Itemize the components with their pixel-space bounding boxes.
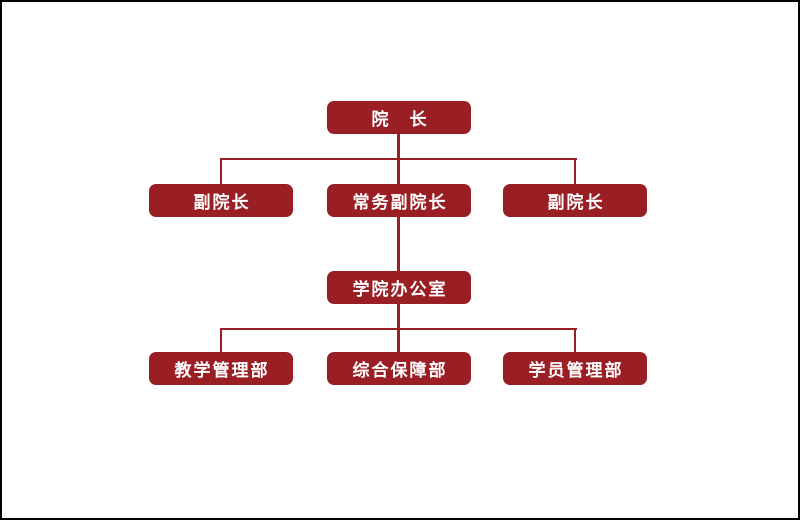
org-node-dept-students: 学员管理部 [503, 352, 647, 385]
org-node-vice-right: 副院长 [503, 184, 647, 217]
org-node-vice-left: 副院长 [149, 184, 293, 217]
connector-drop-dept-teaching [220, 328, 222, 352]
org-node-dept-support-label: 综合保障部 [352, 361, 448, 380]
connector-level2-horizontal [220, 158, 577, 160]
connector-level4-horizontal [220, 328, 577, 330]
org-node-vice-left-label: 副院长 [193, 193, 251, 212]
org-node-executive-vice-label: 常务副院长 [352, 193, 448, 212]
org-node-dept-support: 综合保障部 [327, 352, 471, 385]
org-node-dept-students-label: 学员管理部 [528, 361, 624, 380]
org-node-president: 院 长 [327, 101, 471, 134]
org-node-executive-vice: 常务副院长 [327, 184, 471, 217]
org-node-dept-teaching: 教学管理部 [149, 352, 293, 385]
org-node-dept-teaching-label: 教学管理部 [174, 361, 270, 380]
connector-drop-vice-left [220, 158, 222, 184]
org-node-office-label: 学院办公室 [352, 280, 448, 299]
connector-drop-dept-students [574, 328, 576, 352]
org-node-president-label: 院 长 [371, 110, 429, 129]
connector-drop-vice-right [574, 158, 576, 184]
org-node-office: 学院办公室 [327, 271, 471, 304]
org-node-vice-right-label: 副院长 [547, 193, 605, 212]
connector-exec-to-office [397, 217, 400, 271]
